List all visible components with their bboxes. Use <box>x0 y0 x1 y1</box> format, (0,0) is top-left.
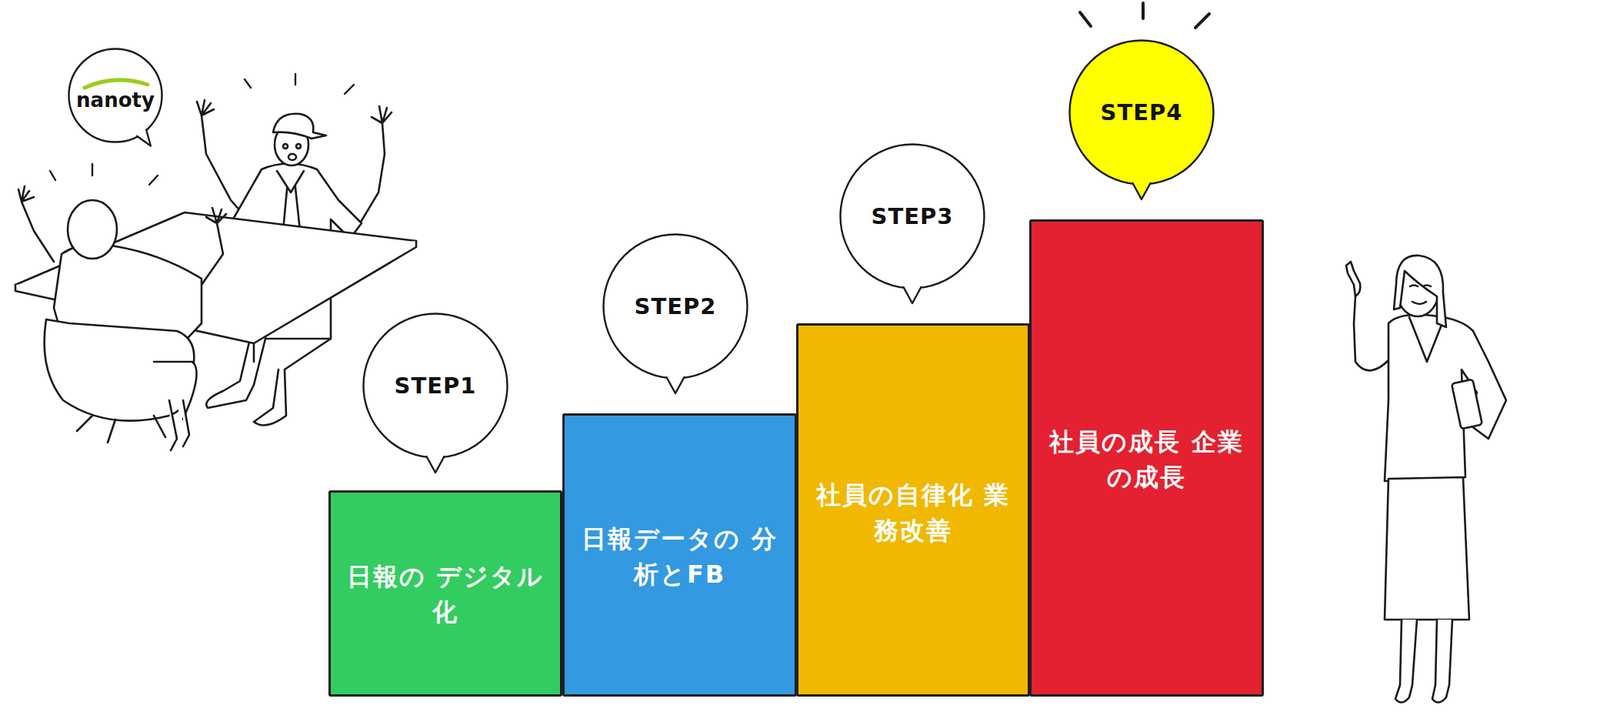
shine-rays <box>1080 3 1210 28</box>
step-bar: 日報データの 分析とFB <box>562 413 797 697</box>
step-bubble: STEP1 <box>362 312 509 459</box>
logo-text: nanoty <box>76 88 155 112</box>
step-bar: 社員の自律化 業務改善 <box>796 323 1030 697</box>
step-label: STEP1 <box>394 372 477 399</box>
step-text: 日報の デジタル化 <box>343 558 547 630</box>
logo-bubble: nanoty <box>67 47 164 144</box>
step-bubble: STEP4 <box>1068 39 1215 186</box>
step-text: 日報データの 分析とFB <box>577 520 782 593</box>
step-bubble: STEP2 <box>602 233 749 380</box>
presenting-woman <box>1346 255 1507 703</box>
step-bar: 日報の デジタル化 <box>328 490 563 697</box>
step-bubble: STEP3 <box>839 143 986 290</box>
step-label: STEP2 <box>634 293 717 320</box>
step-label: STEP3 <box>871 203 954 230</box>
seated-person <box>18 186 227 450</box>
step-text: 社員の成長 企業の成長 <box>1044 423 1249 496</box>
step-label: STEP4 <box>1100 99 1184 126</box>
step-bar: 社員の成長 企業の成長 <box>1029 219 1264 697</box>
step-text: 社員の自律化 業務改善 <box>811 476 1015 549</box>
